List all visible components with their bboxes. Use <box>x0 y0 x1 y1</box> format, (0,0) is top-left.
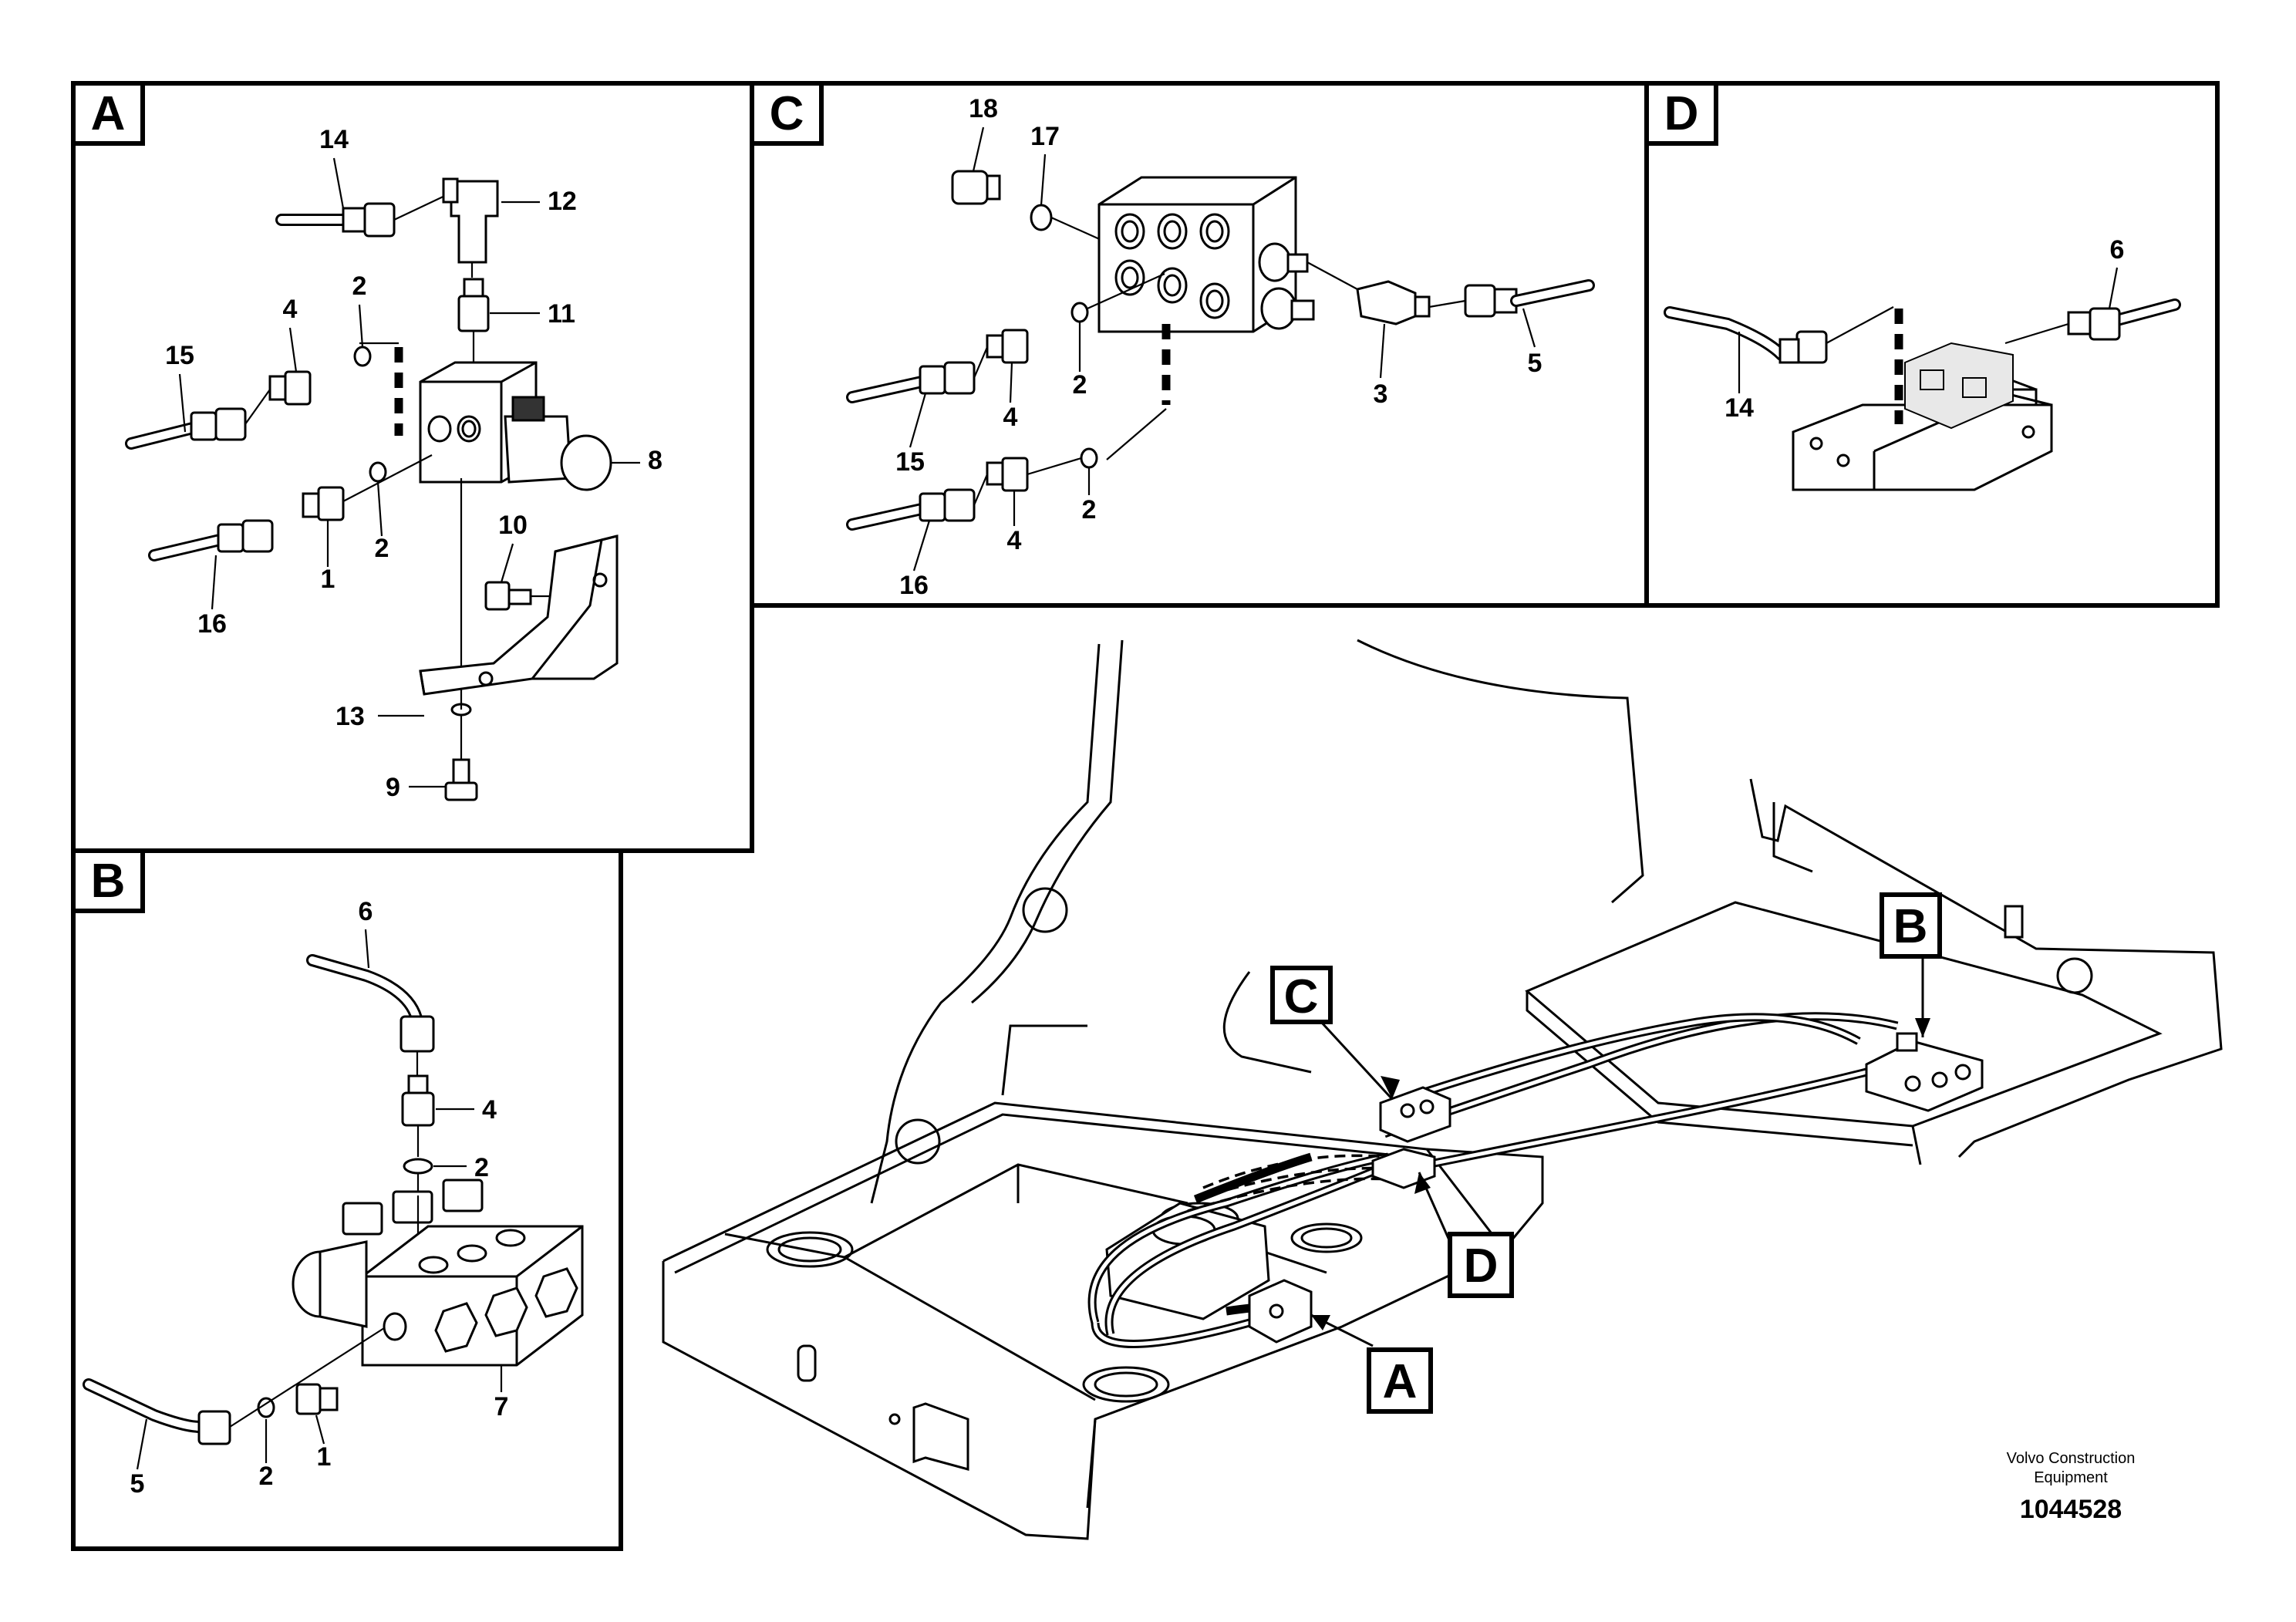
svg-text:5: 5 <box>130 1469 145 1499</box>
svg-text:8: 8 <box>648 446 663 475</box>
svg-text:9: 9 <box>386 773 400 802</box>
svg-text:3: 3 <box>1374 379 1388 409</box>
panel-c: C <box>750 81 1649 608</box>
svg-text:2: 2 <box>259 1462 274 1491</box>
svg-text:B: B <box>91 855 126 908</box>
svg-text:4: 4 <box>1003 403 1018 432</box>
svg-text:C: C <box>1284 970 1319 1023</box>
svg-text:2: 2 <box>375 534 389 563</box>
svg-text:6: 6 <box>2110 235 2125 265</box>
svg-text:16: 16 <box>197 609 227 639</box>
svg-text:14: 14 <box>319 125 349 154</box>
svg-text:15: 15 <box>895 447 925 477</box>
svg-text:D: D <box>1664 87 1699 140</box>
svg-text:A: A <box>91 87 126 140</box>
locator-c: C <box>1270 966 1333 1024</box>
svg-text:4: 4 <box>482 1095 497 1125</box>
svg-text:7: 7 <box>494 1392 509 1421</box>
svg-text:4: 4 <box>1007 526 1022 555</box>
svg-text:A: A <box>1383 1355 1418 1408</box>
svg-text:5: 5 <box>1528 349 1542 378</box>
svg-text:6: 6 <box>359 897 373 926</box>
overview-assembly <box>662 639 2223 1540</box>
svg-text:14: 14 <box>1725 393 1754 423</box>
panel-b: B <box>71 848 623 1551</box>
locator-b: B <box>1880 892 1942 959</box>
svg-text:2: 2 <box>474 1153 489 1182</box>
svg-text:16: 16 <box>899 571 929 600</box>
svg-text:17: 17 <box>1030 122 1060 151</box>
svg-text:1: 1 <box>317 1442 332 1472</box>
panel-d: D 6 14 <box>1644 81 2220 608</box>
svg-text:15: 15 <box>165 341 194 370</box>
locator-d: D <box>1448 1232 1514 1298</box>
svg-text:2: 2 <box>352 271 367 301</box>
brand-line-2: Equipment <box>2034 1469 2108 1486</box>
svg-text:13: 13 <box>335 702 365 731</box>
svg-text:2: 2 <box>1082 495 1097 524</box>
svg-text:D: D <box>1464 1239 1499 1293</box>
svg-text:B: B <box>1893 900 1928 953</box>
svg-text:1: 1 <box>321 565 335 594</box>
svg-text:4: 4 <box>283 295 298 324</box>
svg-text:11: 11 <box>548 299 575 329</box>
svg-text:C: C <box>770 87 804 140</box>
svg-text:10: 10 <box>498 511 528 540</box>
footer-block: Volvo Construction Equipment 1044528 <box>2007 1450 2136 1524</box>
svg-text:18: 18 <box>969 94 998 123</box>
svg-text:2: 2 <box>1073 370 1087 400</box>
svg-text:12: 12 <box>548 187 577 216</box>
locator-a: A <box>1367 1347 1433 1414</box>
brand-line-1: Volvo Construction <box>2007 1450 2136 1467</box>
drawing-number: 1044528 <box>2020 1495 2122 1524</box>
panel-a: A <box>71 81 754 853</box>
